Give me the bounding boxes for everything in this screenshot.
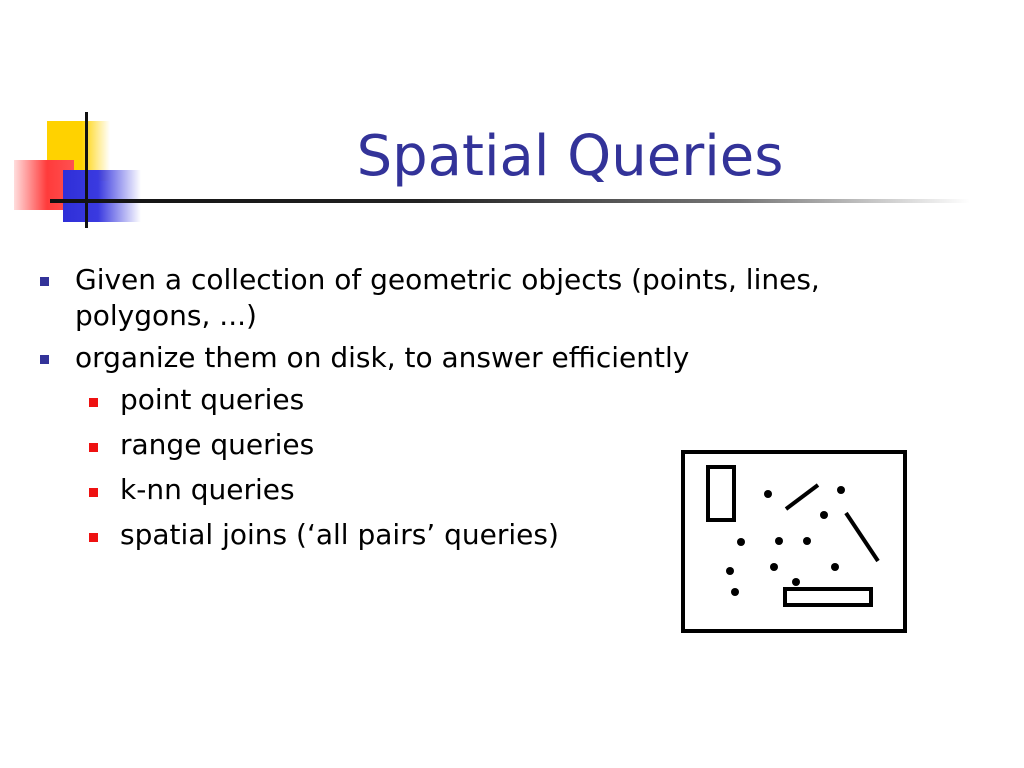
point-marker xyxy=(737,538,745,546)
red-square-bullet-icon xyxy=(89,533,98,542)
title-underline-rule xyxy=(50,199,970,203)
spatial-objects-illustration xyxy=(681,450,907,633)
vertical-rule-decoration xyxy=(85,112,88,228)
polygon-shape xyxy=(706,465,736,522)
point-marker xyxy=(803,537,811,545)
sub-bullet-item: spatial joins (‘all pairs’ queries) xyxy=(36,517,916,553)
slide-title: Spatial Queries xyxy=(356,124,784,189)
bullet-item: organize them on disk, to answer efficie… xyxy=(36,340,916,376)
point-marker xyxy=(764,490,772,498)
polygon-shape xyxy=(783,587,873,607)
sub-bullet-item: range queries xyxy=(36,427,916,463)
sub-bullet-text: range queries xyxy=(120,428,315,461)
line-segment xyxy=(844,511,880,563)
sub-bullet-text: k-nn queries xyxy=(120,473,295,506)
point-marker xyxy=(775,537,783,545)
square-bullet-icon xyxy=(40,355,49,364)
point-marker xyxy=(731,588,739,596)
point-marker xyxy=(837,486,845,494)
red-square-bullet-icon xyxy=(89,443,98,452)
point-marker xyxy=(770,563,778,571)
bullet-item: Given a collection of geometric objects … xyxy=(36,262,916,334)
sub-bullet-item: point queries xyxy=(36,382,916,418)
bullet-text: organize them on disk, to answer efficie… xyxy=(75,341,690,374)
point-marker xyxy=(792,578,800,586)
blue-square-decoration xyxy=(63,170,141,222)
bullet-list: Given a collection of geometric objects … xyxy=(36,262,916,562)
point-marker xyxy=(831,563,839,571)
sub-bullet-item: k-nn queries xyxy=(36,472,916,508)
bullet-text: Given a collection of geometric objects … xyxy=(75,263,820,332)
decorative-corner-graphic xyxy=(0,0,141,240)
sub-bullet-text: point queries xyxy=(120,383,305,416)
map-frame xyxy=(681,450,907,633)
line-segment xyxy=(784,483,820,511)
point-marker xyxy=(726,567,734,575)
square-bullet-icon xyxy=(40,277,49,286)
sub-bullet-text: spatial joins (‘all pairs’ queries) xyxy=(120,518,559,551)
red-square-bullet-icon xyxy=(89,488,98,497)
red-square-bullet-icon xyxy=(89,398,98,407)
point-marker xyxy=(820,511,828,519)
